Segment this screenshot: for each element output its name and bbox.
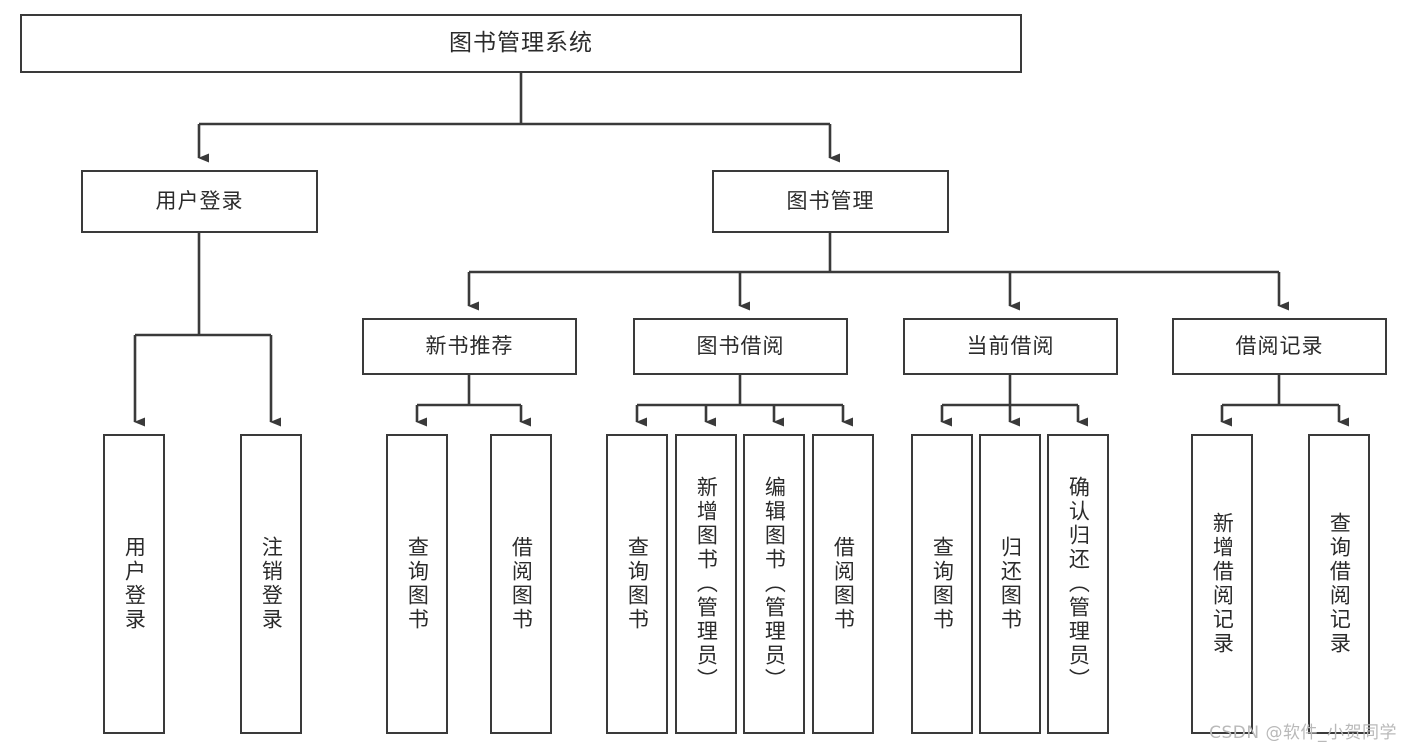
leaf-edit-book-admin[interactable]: 编辑图书（管理员）: [743, 434, 805, 734]
node-borrowing-records[interactable]: 借阅记录: [1172, 318, 1387, 375]
leaf-query-books-borrowing[interactable]: 查询图书: [606, 434, 668, 734]
node-label: 查询借阅记录: [1327, 512, 1352, 656]
node-label: 查询图书: [625, 536, 650, 632]
node-root-book-management-system[interactable]: 图书管理系统: [20, 14, 1022, 73]
node-label: 确认归还（管理员）: [1066, 476, 1091, 692]
node-label: 借阅图书: [831, 536, 856, 632]
node-label: 当前借阅: [966, 334, 1055, 359]
node-label: 新增借阅记录: [1210, 512, 1235, 656]
leaf-borrow-books-recommendation[interactable]: 借阅图书: [490, 434, 552, 734]
node-current-borrowing[interactable]: 当前借阅: [903, 318, 1118, 375]
leaf-borrow-books-borrowing[interactable]: 借阅图书: [812, 434, 874, 734]
node-label: 借阅图书: [509, 536, 534, 632]
node-label: 图书管理系统: [449, 29, 593, 56]
watermark: CSDN @软件_小贺同学: [1209, 723, 1397, 743]
leaf-user-login[interactable]: 用户登录: [103, 434, 165, 734]
node-new-book-recommendation[interactable]: 新书推荐: [362, 318, 577, 375]
node-label: 查询图书: [930, 536, 955, 632]
node-book-borrowing[interactable]: 图书借阅: [633, 318, 848, 375]
node-label: 新书推荐: [425, 334, 514, 359]
leaf-logout[interactable]: 注销登录: [240, 434, 302, 734]
node-label: 图书管理: [786, 189, 875, 214]
leaf-add-book-admin[interactable]: 新增图书（管理员）: [675, 434, 737, 734]
node-user-login[interactable]: 用户登录: [81, 170, 318, 233]
node-label: 用户登录: [155, 189, 244, 214]
leaf-add-borrowing-record[interactable]: 新增借阅记录: [1191, 434, 1253, 734]
node-book-management[interactable]: 图书管理: [712, 170, 949, 233]
leaf-query-books-current[interactable]: 查询图书: [911, 434, 973, 734]
leaf-query-borrowing-record[interactable]: 查询借阅记录: [1308, 434, 1370, 734]
node-label: 新增图书（管理员）: [694, 476, 719, 692]
leaf-return-books[interactable]: 归还图书: [979, 434, 1041, 734]
node-label: 图书借阅: [696, 334, 785, 359]
node-label: 编辑图书（管理员）: [762, 476, 787, 692]
node-label: 注销登录: [259, 536, 284, 632]
leaf-confirm-return-admin[interactable]: 确认归还（管理员）: [1047, 434, 1109, 734]
node-label: 查询图书: [405, 536, 430, 632]
node-label: 借阅记录: [1235, 334, 1324, 359]
node-label: 归还图书: [998, 536, 1023, 632]
node-label: 用户登录: [122, 536, 147, 632]
leaf-query-books-recommendation[interactable]: 查询图书: [386, 434, 448, 734]
